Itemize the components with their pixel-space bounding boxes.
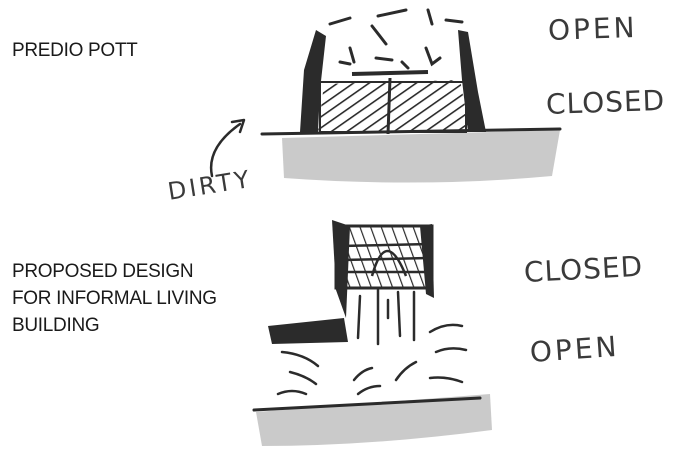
proposed-design-title-line-1: PROPOSED DESIGN: [12, 258, 217, 285]
proposed-design-title-line-2: FOR INFORMAL LIVING: [12, 285, 217, 312]
bottom-building-sketch: [254, 220, 492, 446]
top-building-sketch: [211, 10, 560, 183]
bottom-cantilever: [268, 318, 348, 344]
bottom-open-label: OPEN: [529, 330, 621, 369]
top-ground-wash: [282, 130, 560, 183]
proposed-design-title-line-3: BUILDING: [12, 312, 217, 339]
proposed-design-title: PROPOSED DESIGN FOR INFORMAL LIVING BUIL…: [12, 258, 217, 339]
top-closed-label: CLOSED: [545, 84, 665, 121]
predio-pott-title: PREDIO POTT: [12, 37, 138, 64]
bottom-ground-wash: [256, 394, 492, 446]
top-closed-base: [318, 80, 470, 132]
bottom-closed-label: CLOSED: [523, 250, 644, 289]
top-open-label: OPEN: [547, 11, 638, 47]
